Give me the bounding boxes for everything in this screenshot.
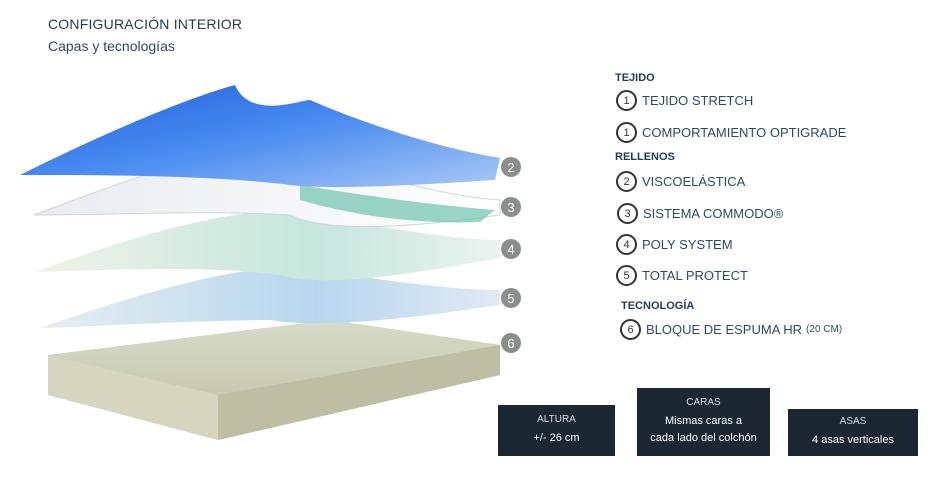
layer-4 bbox=[36, 212, 500, 281]
number-badge: 3 bbox=[617, 203, 638, 224]
number-badge: 5 bbox=[616, 265, 637, 286]
page-title: CONFIGURACIÓN INTERIOR bbox=[48, 16, 243, 32]
legend-label: TEJIDO STRETCH bbox=[642, 93, 754, 108]
spec-label: CARAS bbox=[686, 397, 721, 408]
marker-2: 2 bbox=[507, 160, 514, 175]
legend-label: POLY SYSTEM bbox=[642, 237, 733, 252]
layer-5 bbox=[40, 268, 500, 328]
number-badge: 1 bbox=[616, 122, 637, 143]
legend-label: COMPORTAMIENTO OPTIGRADE bbox=[642, 125, 847, 140]
spec-value: +/- 26 cm bbox=[533, 432, 580, 444]
marker-5: 5 bbox=[507, 291, 514, 306]
legend-label: BLOQUE DE ESPUMA HR bbox=[646, 322, 803, 337]
spec-value: 4 asas verticales bbox=[812, 434, 894, 446]
legend-item: 1 COMPORTAMIENTO OPTIGRADE bbox=[616, 122, 846, 143]
legend-item: 4 POLY SYSTEM bbox=[616, 234, 733, 255]
spec-value: Mismas caras a bbox=[664, 415, 743, 427]
spec-label: ALTURA bbox=[537, 414, 576, 425]
layer-6-foam-block bbox=[48, 320, 500, 440]
legend-item: 6 BLOQUE DE ESPUMA HR(20 CM) bbox=[620, 319, 842, 340]
legend-label: VISCOELÁSTICA bbox=[642, 174, 746, 189]
spec-label: ASAS bbox=[839, 416, 867, 427]
legend-item: 1 TEJIDO STRETCH bbox=[616, 90, 753, 111]
marker-4: 4 bbox=[507, 242, 514, 257]
legend-note: (20 CM) bbox=[806, 324, 843, 335]
number-badge: 6 bbox=[620, 319, 641, 340]
legend-item: 3 SISTEMA COMMODO® bbox=[617, 203, 783, 224]
layer-markers: 2 3 4 5 6 bbox=[501, 157, 521, 353]
marker-3: 3 bbox=[507, 200, 514, 215]
section-tejido: TEJIDO bbox=[615, 72, 655, 84]
legend-label: TOTAL PROTECT bbox=[642, 268, 748, 283]
legend-item: 2 VISCOELÁSTICA bbox=[616, 171, 745, 192]
layer-2 bbox=[20, 85, 500, 188]
number-badge: 1 bbox=[616, 90, 637, 111]
marker-6: 6 bbox=[507, 336, 514, 351]
section-rellenos: RELLENOS bbox=[615, 151, 675, 163]
legend-label: SISTEMA COMMODO® bbox=[643, 206, 784, 221]
spec-caras: CARAS Mismas caras a cada lado del colch… bbox=[637, 388, 770, 456]
number-badge: 2 bbox=[616, 171, 637, 192]
spec-value: cada lado del colchón bbox=[650, 432, 757, 444]
spec-altura: ALTURA +/- 26 cm bbox=[498, 405, 615, 456]
page-subtitle: Capas y tecnologías bbox=[48, 38, 175, 54]
number-badge: 4 bbox=[616, 234, 637, 255]
spec-asas: ASAS 4 asas verticales bbox=[788, 409, 918, 456]
legend-item: 5 TOTAL PROTECT bbox=[616, 265, 748, 286]
section-tecnologia: TECNOLOGÍA bbox=[621, 300, 695, 312]
